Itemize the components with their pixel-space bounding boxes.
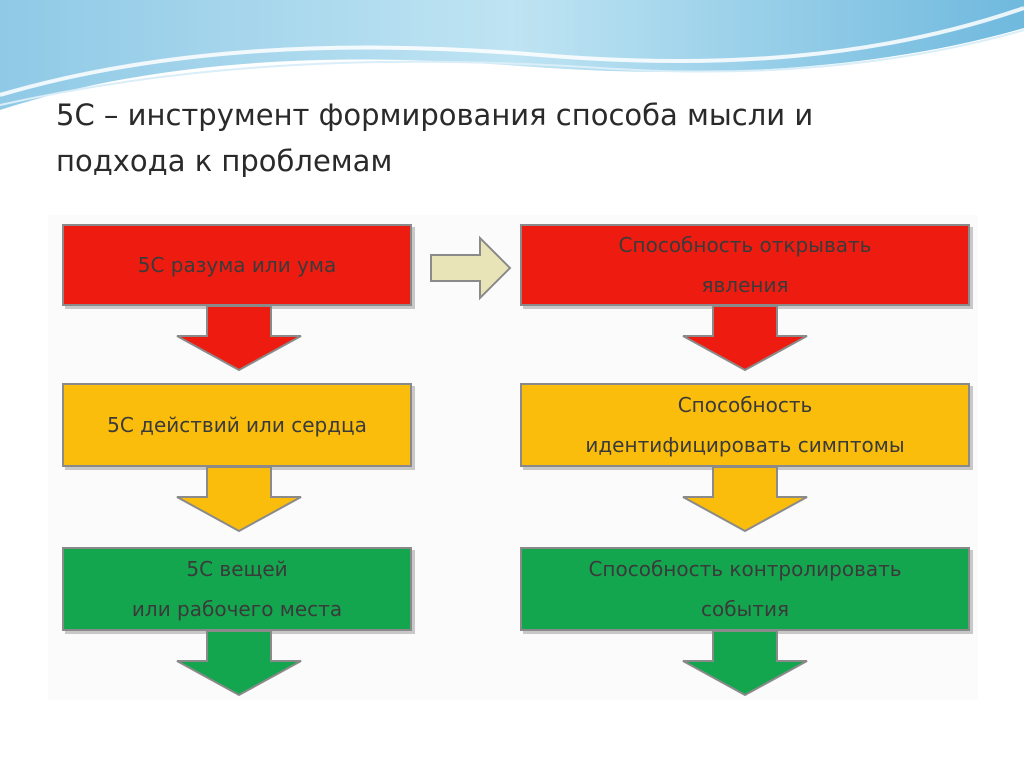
slide-title-line-1: 5С – инструмент формирования способа мыс… xyxy=(56,98,814,132)
box-control-text-2: события xyxy=(700,597,790,621)
right-arrow-icon xyxy=(430,235,512,301)
box-mind-text: 5С разума или ума xyxy=(137,253,337,277)
box-identify-text-1: Способность xyxy=(677,393,813,417)
box-discover-text-2: явления xyxy=(701,273,789,297)
box-heart-text: 5С действий или сердца xyxy=(107,413,367,437)
box-discover: Способность открывать явления xyxy=(520,224,970,306)
decorative-wave-header xyxy=(0,0,1024,110)
down-arrow-yellow-left-icon xyxy=(176,467,302,533)
box-heart: 5С действий или сердца xyxy=(62,383,412,467)
down-arrow-red-right-icon xyxy=(682,306,808,372)
slide-title-line-2: подхода к проблемам xyxy=(56,144,393,178)
box-discover-text-1: Способность открывать xyxy=(618,233,872,257)
box-things: 5С вещей или рабочего места xyxy=(62,547,412,631)
slide-title: 5С – инструмент формирования способа мыс… xyxy=(56,92,956,184)
box-control: Способность контролировать события xyxy=(520,547,970,631)
flow-diagram: 5С разума или ума 5С действий или сердца… xyxy=(48,215,978,700)
down-arrow-red-left-icon xyxy=(176,306,302,372)
down-arrow-yellow-right-icon xyxy=(682,467,808,533)
box-control-text-1: Способность контролировать xyxy=(588,557,902,581)
box-mind: 5С разума или ума xyxy=(62,224,412,306)
down-arrow-green-left-icon xyxy=(176,631,302,697)
box-identify-text-2: идентифицировать симптомы xyxy=(585,433,905,457)
box-things-text-1: 5С вещей xyxy=(186,557,288,581)
down-arrow-green-right-icon xyxy=(682,631,808,697)
box-identify: Способность идентифицировать симптомы xyxy=(520,383,970,467)
box-things-text-2: или рабочего места xyxy=(131,597,343,621)
